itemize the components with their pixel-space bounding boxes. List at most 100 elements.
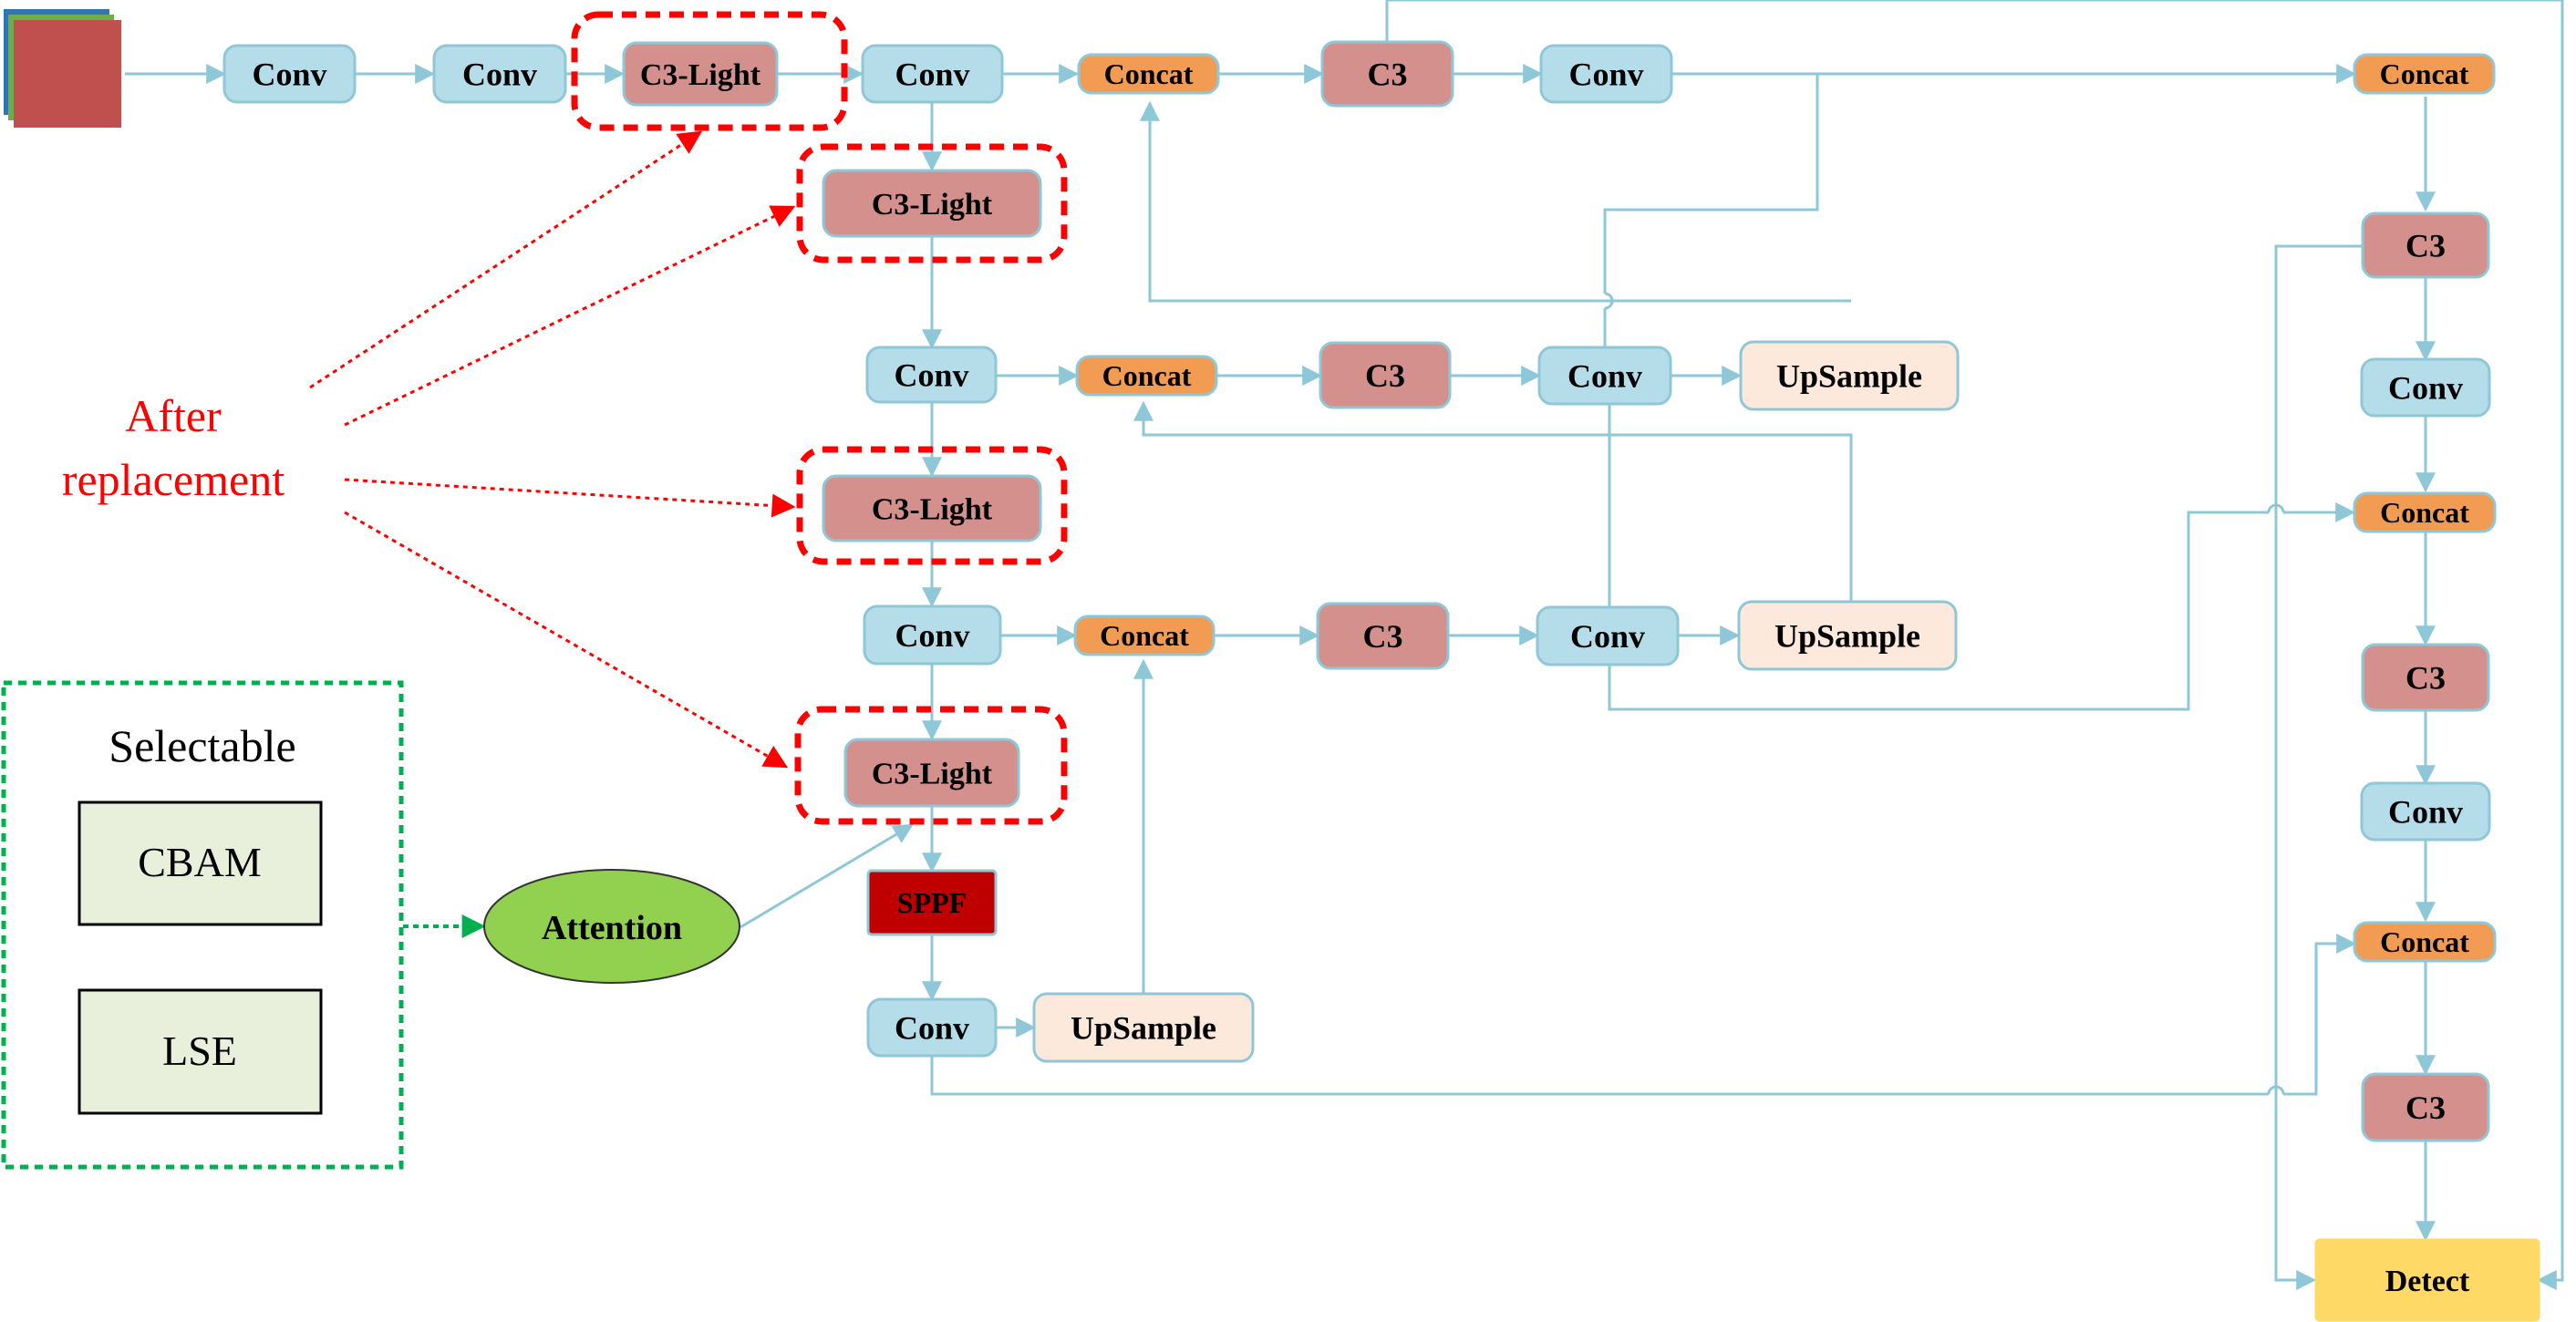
node-up1: UpSample: [1032, 992, 1255, 1063]
node-up3-label: UpSample: [1776, 358, 1922, 395]
node-up1-box: [1032, 992, 1255, 1063]
node-conv5-box: [863, 604, 1002, 666]
node-up2: UpSample: [1737, 600, 1958, 671]
node-sppf: SPPF: [866, 869, 998, 936]
node-c3-5-box: [2361, 643, 2490, 712]
attention-label: Attention: [542, 909, 682, 947]
connections: [125, 0, 2564, 1290]
annotation-line1: After: [125, 390, 222, 441]
node-conv5-label: Conv: [895, 617, 969, 654]
option-cbam-box: [78, 800, 323, 926]
node-conv7-box: [1536, 605, 1680, 666]
node-concat5-label: Concat: [2380, 496, 2469, 529]
node-concat2-box: [1073, 615, 1216, 656]
node-conv3-label: Conv: [895, 57, 969, 93]
node-detect: Detect: [2314, 1238, 2540, 1322]
node-c3light4-box: [843, 738, 1020, 808]
node-concat6-box: [2353, 921, 2497, 963]
edge-c3-detect: [1385, 0, 2564, 1290]
node-conv5: Conv: [863, 604, 1002, 666]
node-conv11-box: [2360, 781, 2491, 842]
node-c3light4-label: C3-Light: [872, 757, 993, 790]
node-c3light1-label: C3-Light: [640, 58, 761, 92]
node-conv8-label: Conv: [1567, 358, 1642, 395]
node-c3-5-label: C3: [2405, 660, 2446, 697]
input-image-icon: [4, 9, 121, 128]
node-conv1-label: Conv: [252, 57, 326, 93]
node-conv6-box: [866, 997, 998, 1058]
node-conv1-box: [222, 44, 357, 104]
node-concat6-label: Concat: [2380, 925, 2469, 958]
node-concat-top-box: [2353, 53, 2496, 95]
node-c3-1: C3: [1320, 40, 1454, 108]
node-c3light3: C3-Light: [822, 474, 1042, 542]
option-cbam-label: CBAM: [138, 839, 261, 885]
edge-c3r1-detect: [2274, 244, 2363, 1290]
node-c3light1-box: [622, 41, 779, 107]
node-concat4: Concat: [1077, 53, 1220, 95]
node-c3-4-label: C3: [2405, 228, 2446, 264]
node-conv4: Conv: [865, 346, 998, 404]
node-concat2: Concat: [1073, 615, 1216, 656]
node-c3-3-label: C3: [1363, 618, 1403, 655]
node-c3-4-box: [2361, 212, 2490, 279]
node-c3-6: C3: [2361, 1072, 2490, 1142]
node-c3-1-box: [1320, 40, 1454, 108]
node-conv7: Conv: [1536, 605, 1680, 666]
node-c3-3: C3: [1316, 602, 1450, 670]
node-conv2: Conv: [432, 44, 567, 104]
node-concat3: Concat: [1075, 355, 1218, 397]
node-c3light2: C3-Light: [822, 169, 1042, 238]
edge-up3-concat4: [1140, 100, 1851, 303]
node-detect-label: Detect: [2385, 1265, 2470, 1298]
node-concat-top: Concat: [2353, 53, 2496, 95]
node-conv10-box: [2360, 357, 2491, 418]
node-concat5: Concat: [2353, 491, 2497, 533]
attention-node: Attention: [483, 869, 740, 984]
node-c3light4: C3-Light: [843, 738, 1020, 808]
node-conv8-box: [1537, 346, 1672, 406]
node-c3-3-box: [1316, 602, 1450, 670]
node-sppf-box: [866, 869, 998, 936]
edge-attention-c3light4: [740, 823, 914, 929]
node-conv7-label: Conv: [1570, 618, 1645, 655]
edge-conv9-concat4b: [1603, 74, 1819, 294]
node-c3-5: C3: [2361, 643, 2490, 712]
node-c3-6-box: [2361, 1072, 2490, 1142]
node-conv8: Conv: [1537, 346, 1672, 406]
node-concat5-box: [2353, 491, 2497, 533]
node-c3light2-label: C3-Light: [872, 188, 993, 222]
annotation-line2: replacement: [62, 454, 284, 505]
node-conv9-box: [1539, 44, 1673, 104]
node-c3-2-box: [1319, 341, 1452, 409]
selectable-title: Selectable: [109, 720, 295, 771]
node-concat3-label: Concat: [1102, 359, 1192, 392]
node-conv9-label: Conv: [1568, 57, 1643, 93]
node-up3-box: [1739, 340, 1960, 411]
annotation-arrows: [309, 130, 796, 769]
edge-up2-concat3: [1133, 400, 1853, 602]
node-concat6: Concat: [2353, 921, 2497, 963]
node-conv2-label: Conv: [462, 57, 537, 93]
option-lse-box: [78, 988, 323, 1115]
node-conv10: Conv: [2360, 357, 2491, 418]
replacement-highlights: [571, 11, 1068, 825]
node-conv3: Conv: [861, 44, 1004, 104]
node-conv1: Conv: [222, 44, 357, 104]
node-concat2-label: Concat: [1100, 619, 1189, 652]
node-c3-2-label: C3: [1365, 357, 1405, 394]
node-concat4-box: [1077, 53, 1220, 95]
node-up3: UpSample: [1739, 340, 1960, 411]
node-sppf-label: SPPF: [897, 886, 967, 919]
node-concat4-label: Concat: [1104, 57, 1194, 90]
node-c3light1: C3-Light: [622, 41, 779, 107]
node-conv9: Conv: [1539, 44, 1673, 104]
node-c3light2-box: [822, 169, 1042, 238]
node-c3light3-box: [822, 474, 1042, 542]
node-concat-top-label: Concat: [2380, 57, 2469, 90]
node-c3light3-label: C3-Light: [872, 492, 993, 526]
node-concat3-box: [1075, 355, 1218, 397]
node-c3-2: C3: [1319, 341, 1452, 409]
node-detect-box: [2314, 1238, 2540, 1322]
node-c3-4: C3: [2361, 212, 2490, 279]
